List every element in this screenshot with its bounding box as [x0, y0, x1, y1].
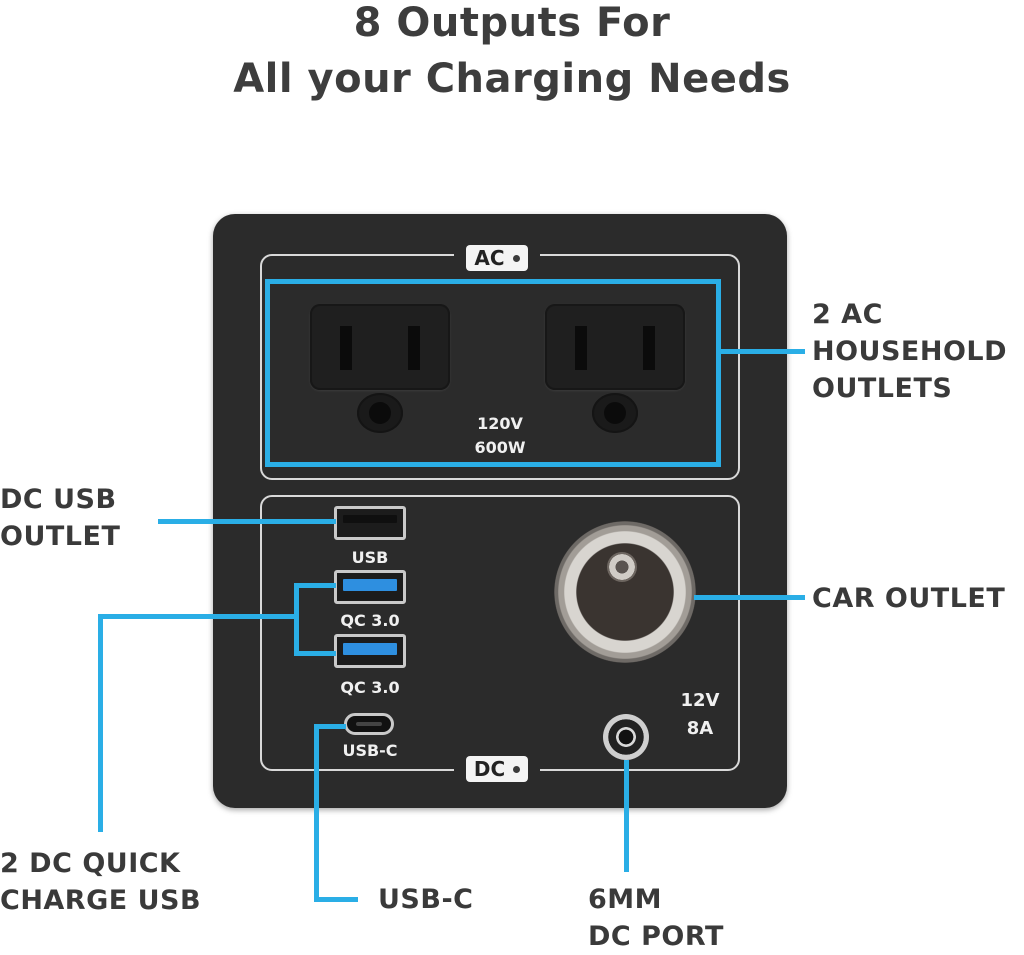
power-station-panel — [213, 214, 787, 808]
callout-line: DC PORT — [588, 921, 724, 952]
dc-tag: DC — [454, 752, 540, 786]
dc-voltage-label: 12V — [680, 690, 720, 711]
outlet-slot — [575, 326, 587, 370]
ac-tag-label: AC — [474, 246, 505, 270]
car-outlet-pin — [607, 552, 637, 582]
dc-indicator-led — [513, 765, 521, 773]
dc-tag-label: DC — [473, 757, 506, 781]
callout-line: CHARGE USB — [0, 885, 202, 916]
ac-voltage-label: 120V — [477, 414, 523, 433]
usb-a-port — [334, 506, 406, 540]
ac-outlets-callout: 2 AC HOUSEHOLD OUTLETS — [812, 296, 1007, 407]
callout-line: 6MM — [588, 884, 663, 915]
ac-ground-hole-right — [592, 393, 638, 433]
callout-line: DC USB — [0, 484, 117, 515]
usb-c-port-label: USB-C — [342, 741, 398, 760]
ac-ground-hole-left — [357, 393, 403, 433]
dc-usb-callout-line — [158, 519, 336, 524]
ac-callout-line — [720, 349, 805, 354]
car-outlet-socket — [554, 521, 696, 663]
dc-port-callout-line — [624, 760, 629, 872]
ac-indicator-led — [512, 254, 520, 262]
outlet-slot — [340, 326, 352, 370]
qc-callout-vertical — [98, 614, 103, 832]
car-outlet-callout-line — [694, 595, 805, 600]
dc-barrel-jack — [603, 714, 649, 760]
qc-port-label-1: QC 3.0 — [340, 611, 400, 630]
qc-callout-horizontal — [98, 614, 299, 619]
dc-amperage-label: 8A — [686, 718, 714, 739]
qc-bracket-vertical — [294, 583, 299, 656]
ac-outlets-highlight — [265, 279, 721, 467]
qc-bracket-bottom — [294, 651, 336, 656]
ac-outlet-left — [310, 304, 450, 390]
callout-line: OUTLET — [0, 521, 121, 552]
ac-tag: AC — [454, 241, 540, 275]
car-outlet-callout: CAR OUTLET — [812, 583, 1006, 614]
qc-bracket-top — [294, 583, 336, 588]
usb-port-label: USB — [351, 548, 389, 567]
quick-charge-callout: 2 DC QUICK CHARGE USB — [0, 845, 201, 919]
usb-c-callout-foot — [314, 897, 358, 902]
usb-c-port — [344, 713, 394, 735]
page-title-line-1: 8 Outputs For — [353, 0, 671, 46]
usb-c-callout-horizontal — [314, 724, 346, 729]
callout-line: 2 AC — [812, 299, 883, 330]
callout-line: OUTLETS — [812, 373, 953, 404]
dc-usb-callout: DC USB OUTLET — [0, 481, 120, 555]
dc-port-callout: 6MM DC PORT — [588, 881, 724, 955]
ac-outlet-right — [545, 304, 685, 390]
outlet-slot — [643, 326, 655, 370]
callout-line: HOUSEHOLD — [812, 336, 1008, 367]
usb-c-callout-vertical — [314, 724, 319, 902]
qc-port-label-2: QC 3.0 — [340, 678, 400, 697]
usb-c-callout: USB-C — [378, 884, 474, 915]
callout-line: 2 DC QUICK — [0, 848, 181, 879]
outlet-slot — [408, 326, 420, 370]
ac-wattage-label: 600W — [474, 438, 526, 457]
qc-usb-port-2 — [334, 634, 406, 668]
qc-usb-port-1 — [334, 570, 406, 604]
page-title-line-2: All your Charging Needs — [233, 56, 791, 102]
